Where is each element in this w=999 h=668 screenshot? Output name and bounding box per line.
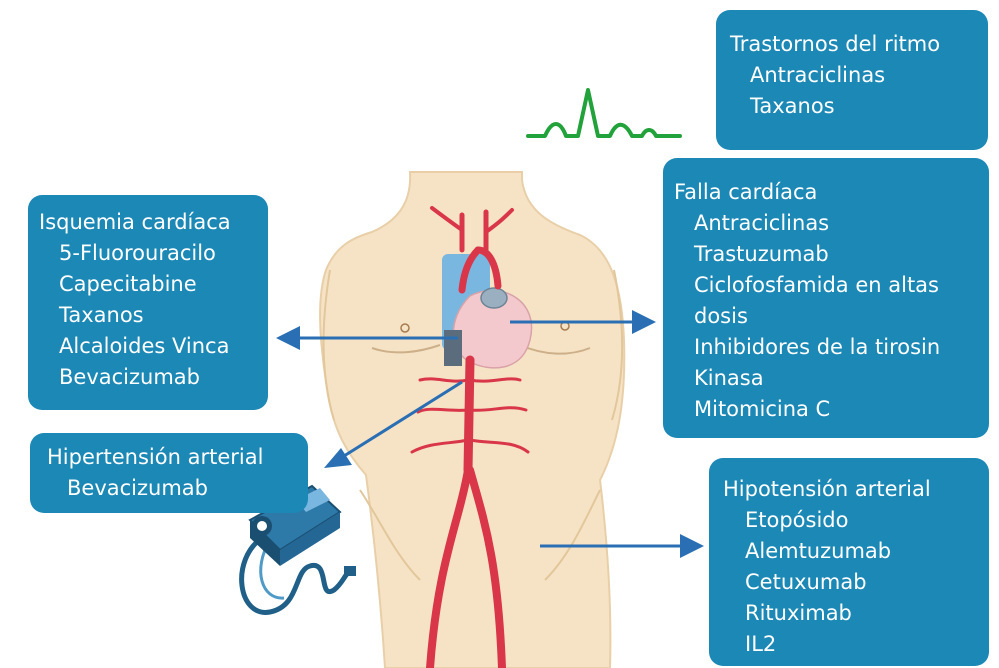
drug-item: Alemtuzumab [723,536,989,567]
drug-item: Antraciclinas [674,208,989,239]
drug-item: Ciclofosfamida en altas dosis [674,270,989,332]
box-hipertension-arterial: Hipertensión arterial Bevacizumab [30,433,308,513]
ecg-wave-icon [528,90,680,136]
drug-item: Mitomicina C [674,394,989,425]
drug-item: IL2 [723,629,989,660]
drug-item: Alcaloides Vinca [39,331,268,362]
drug-item: Trastuzumab [674,239,989,270]
box-title: Hipertensión arterial [47,442,308,473]
drug-item: Antraciclinas [730,60,988,91]
drug-item: Taxanos [39,300,268,331]
drug-item: Inhibidores de la tirosin Kinasa [674,332,989,394]
drug-item: Taxanos [730,91,988,122]
box-falla-cardiaca: Falla cardíaca Antraciclinas Trastuzumab… [663,158,989,438]
drug-item: Bevacizumab [47,473,308,504]
box-hipotension-arterial: Hipotensión arterial Etopósido Alemtuzum… [709,458,989,666]
drug-item: Capecitabine [39,269,268,300]
box-title: Hipotensión arterial [723,474,989,505]
drug-item: Rituximab [723,598,989,629]
drug-item: Cetuxumab [723,567,989,598]
drug-item: Etopósido [723,505,989,536]
box-title: Isquemia cardíaca [39,207,268,238]
box-isquemia-cardiaca: Isquemia cardíaca 5-Fluorouracilo Capeci… [28,195,268,410]
box-title: Trastornos del ritmo [730,29,988,60]
box-title: Falla cardíaca [674,177,989,208]
drug-item: Bevacizumab [39,362,268,393]
drug-item: 5-Fluorouracilo [39,238,268,269]
box-trastornos-ritmo: Trastornos del ritmo Antraciclinas Taxan… [716,10,988,150]
